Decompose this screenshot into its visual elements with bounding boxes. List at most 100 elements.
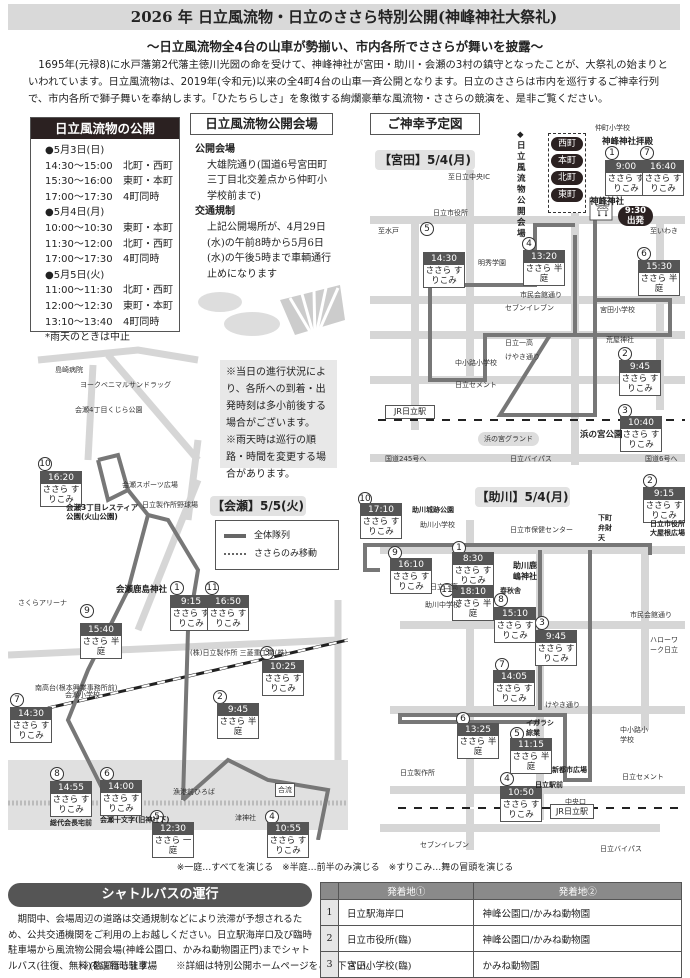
jr-station-label: JR日立駅 bbox=[385, 405, 435, 419]
performance-footnote: ※一庭…すべてを演じる ※半庭…前半のみ演じる ※すりこみ…舞の冒頭を演じる bbox=[176, 863, 514, 873]
place-label: 日立製作所野球場 bbox=[142, 501, 198, 509]
stop-number: 5 bbox=[420, 222, 434, 236]
place-label: けやき通り bbox=[505, 353, 540, 361]
shuttle-table: 発着地① 発着地② 1 日立駅海岸口 神峰公園口/かみね動物園 2 日立市役所(… bbox=[320, 882, 682, 978]
place-label: セブンイレブン bbox=[505, 304, 554, 312]
place-label: 日立セメント bbox=[455, 381, 497, 389]
place-label: けやき通り bbox=[545, 701, 580, 709]
schedule-day: ●5月4日(月) bbox=[45, 207, 105, 219]
place-label: 下町弁財天 bbox=[598, 514, 612, 542]
town-nishimachi: 西町 bbox=[551, 137, 583, 151]
place-label: 新都市広場 bbox=[552, 766, 587, 774]
stop-number: 11 bbox=[205, 581, 219, 595]
stop-number: 2 bbox=[213, 690, 227, 704]
schedule-day: ●5月3日(日) bbox=[45, 145, 105, 156]
place-label: 中小路小学校 bbox=[620, 726, 648, 744]
notice-line: ※雨天時は巡行の順路・時間を変更する場合があります。 bbox=[226, 435, 326, 480]
place-label: 春秋舎 bbox=[500, 587, 521, 595]
stop-number: 8 bbox=[494, 593, 508, 607]
place-label: 日立市保健センター bbox=[510, 526, 573, 534]
miyata-label: 【宮田】5/4(月) bbox=[375, 150, 475, 170]
traffic-label: 交通規制 bbox=[195, 206, 235, 218]
svg-text:⛩: ⛩ bbox=[595, 203, 610, 217]
traffic-text: 上記公開場所が、4月29日(水)の午前8時から5月6日(水)の午後5時まで車輌通… bbox=[207, 221, 332, 280]
stop-number: 4 bbox=[522, 237, 536, 251]
place-label: 会瀬鹿島神社 bbox=[116, 585, 168, 595]
place-label: 日立バイパス bbox=[510, 455, 552, 463]
venue-text: 大雄院通り(国道6号宮田町三丁目北交差点から仲町小学校前まで) bbox=[207, 159, 328, 202]
shuttle-title: シャトルバスの運行 bbox=[8, 883, 312, 907]
place-label: 島崎病院 bbox=[55, 366, 83, 374]
shrine-label: 神峰神社 bbox=[590, 197, 625, 207]
place-label: 日立セメント bbox=[622, 773, 664, 781]
page-title: 2026 年 日立風流物・日立のささら特別公開(神峰神社大祭礼) bbox=[8, 4, 680, 30]
place-label: 至水戸 bbox=[378, 227, 399, 235]
town-motomachi: 本町 bbox=[551, 154, 583, 168]
stop-number: 1 bbox=[170, 581, 184, 595]
place-label: イガラシ綜業 bbox=[526, 719, 554, 737]
stop-number: 4 bbox=[500, 772, 514, 786]
stop-number: 2 bbox=[618, 347, 632, 361]
jr-station-label: JR日立駅 bbox=[550, 804, 594, 819]
place-label: 日立一高 bbox=[505, 339, 533, 347]
place-label: 中央口 bbox=[565, 798, 586, 806]
schedule-title: 日立風流物の公開 bbox=[31, 118, 179, 139]
place-label: 津神社 bbox=[235, 814, 256, 822]
stop-number: 6 bbox=[456, 712, 470, 726]
place-label: (株)日立製作所 三菱重工業(株) bbox=[190, 649, 288, 657]
stop-number: 2 bbox=[643, 474, 657, 488]
table-row: 3 宮田小学校(臨) かみね動物園 bbox=[320, 951, 682, 978]
table-header: 発着地① 発着地② bbox=[320, 882, 682, 900]
stop-number: 5 bbox=[510, 727, 524, 741]
place-label: 会瀬4丁目くじら公園 bbox=[75, 406, 143, 414]
stop-number: 3 bbox=[260, 646, 274, 660]
town-kitamachi: 北町 bbox=[551, 171, 583, 185]
notice-box: ※当日の進行状況により、各所への到着・出発時刻は多小前後する場合がございます。 … bbox=[220, 360, 337, 480]
place-label: 荒屋神社 bbox=[606, 336, 634, 344]
place-label: 至日立中央IC bbox=[448, 173, 490, 181]
legend-sasara: ささらのみ移動 bbox=[254, 549, 318, 559]
place-label: 会瀬スポーツ広場 bbox=[122, 481, 178, 489]
stop-number: 1 bbox=[605, 146, 619, 160]
map-title: ご神幸予定図 bbox=[370, 113, 480, 135]
shuttle-note: ※(臨):臨時駐車場 ※詳細は特別公開ホームページをご覧下さい。 bbox=[80, 961, 376, 972]
place-label: 浜の宮公園 bbox=[580, 430, 623, 440]
table-row: 1 日立駅海岸口 神峰公園口/かみね動物園 bbox=[320, 899, 682, 926]
stop-number: 7 bbox=[10, 693, 24, 707]
venue-info: 公開会場 大雄院通り(国道6号宮田町三丁目北交差点から仲町小学校前まで) 交通規… bbox=[195, 142, 335, 282]
place-label: 市民会館通り bbox=[520, 291, 562, 299]
place-label: 日立バイパス bbox=[600, 845, 642, 853]
table-row: 2 日立市役所(臨) 神峰公園口/かみね動物園 bbox=[320, 925, 682, 952]
place-label: 国道6号へ bbox=[645, 455, 678, 463]
legend-full: 全体隊列 bbox=[254, 531, 291, 541]
notice-line: ※当日の進行状況により、各所への到着・出発時刻は多小前後する場合がございます。 bbox=[226, 367, 326, 429]
place-label: さくらアリーナ bbox=[18, 599, 67, 607]
place-label: 日立駅前 bbox=[535, 781, 563, 789]
ouse-label: 【会瀬】5/5(火) bbox=[210, 496, 306, 516]
place-label: 浜の宮グランド bbox=[478, 432, 539, 446]
town-list: 西町 本町 北町 東町 bbox=[548, 133, 586, 213]
